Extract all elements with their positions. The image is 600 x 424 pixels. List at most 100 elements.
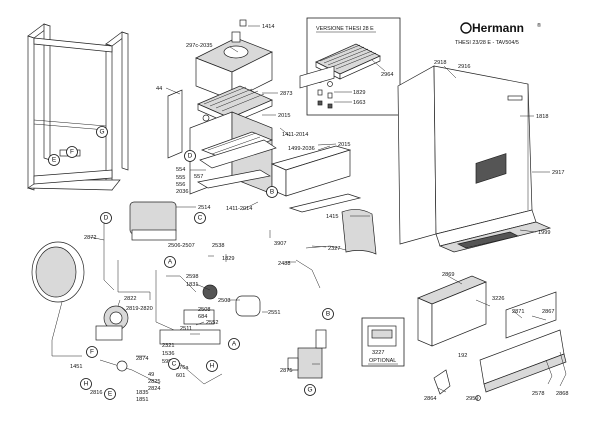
part-label: 2015	[338, 142, 350, 148]
brand-registered: ®	[537, 22, 541, 29]
part-label: 3907	[274, 241, 286, 247]
part-label: 2578	[532, 391, 544, 397]
callout-g-1: G	[96, 126, 108, 138]
svg-text:D: D	[188, 153, 193, 160]
part-label: 2514	[198, 205, 210, 211]
part-label: 2551	[268, 310, 280, 316]
callout-e-2: E	[104, 388, 116, 400]
callouts: A A B B C C D D E E F F G G H H	[48, 126, 334, 400]
casing	[397, 65, 552, 253]
part-label: 2552	[206, 320, 218, 326]
model-line: THESI 23/28 E - TAV504/5	[455, 40, 519, 46]
part-label: 2598	[186, 274, 198, 280]
part-label: 2916	[458, 64, 470, 70]
svg-text:H: H	[210, 363, 215, 370]
svg-text:F: F	[70, 149, 74, 156]
front-panel	[270, 65, 362, 213]
svg-text:B: B	[326, 311, 330, 318]
gas-valve-lower	[287, 329, 327, 379]
part-label: 601	[176, 373, 185, 379]
part-label: 2917	[552, 170, 564, 176]
callout-a-2: A	[228, 338, 240, 350]
part-label: 2875	[280, 368, 292, 374]
callout-f-1: F	[66, 146, 78, 158]
part-label: 1831	[186, 282, 198, 288]
part-label: 2321	[162, 343, 174, 349]
callout-d-2: D	[100, 212, 112, 224]
part-label: 1818	[536, 114, 548, 120]
callout-d-1: D	[184, 150, 196, 162]
part-label: 2327	[328, 246, 340, 252]
part-label: 2816	[90, 390, 102, 396]
combustion-chamber	[167, 89, 277, 195]
part-label: 2871	[512, 309, 524, 315]
part-label: 44	[156, 86, 162, 92]
callout-b-1: B	[266, 186, 278, 198]
inset-label-1663: 1663	[353, 100, 365, 106]
air-duct	[341, 209, 377, 255]
part-label: 1451	[70, 364, 82, 370]
part-label: 3226	[492, 296, 504, 302]
part-label: 2503	[218, 298, 230, 304]
callout-c-1: C	[194, 212, 206, 224]
part-label: 1411-2014	[226, 206, 252, 212]
svg-text:C: C	[172, 361, 177, 368]
gas-pipe	[295, 245, 347, 289]
part-label: 2825	[148, 379, 160, 385]
part-label: 2959	[466, 396, 478, 402]
part-label: 555	[176, 175, 185, 181]
pump-unit	[95, 214, 197, 341]
brand-name: Hermann	[472, 21, 524, 35]
svg-text:E: E	[52, 157, 57, 164]
svg-text:E: E	[108, 391, 113, 398]
boiler-frame	[26, 23, 129, 191]
optional-box: OPTIONAL	[361, 317, 405, 367]
inset-label-2964: 2964	[381, 72, 393, 78]
callout-e-1: E	[48, 154, 60, 166]
part-label: 2822	[124, 296, 136, 302]
svg-text:F: F	[90, 349, 94, 356]
part-label: 2015	[278, 113, 290, 119]
part-label: 2508	[198, 307, 210, 313]
part-label: 297c-2035	[186, 43, 212, 49]
part-label: 676a	[176, 365, 189, 371]
part-label: 1829	[222, 256, 234, 262]
control-panel	[417, 153, 567, 401]
leader-lines	[89, 25, 550, 393]
callout-c-2: C	[168, 358, 180, 370]
callout-h-1: H	[206, 360, 218, 372]
svg-text:B: B	[270, 189, 274, 196]
part-label: 599	[162, 359, 171, 365]
expansion-vessel	[31, 241, 85, 357]
svg-text:D: D	[104, 215, 109, 222]
part-label: 2506-2507	[168, 243, 195, 249]
part-label: 3227	[372, 350, 384, 356]
part-label: 2868	[556, 391, 568, 397]
part-label: 2819-2820	[126, 306, 153, 312]
part-label: 2036	[176, 189, 188, 195]
part-label: 2874	[136, 356, 148, 362]
part-label: 2824	[148, 386, 160, 392]
part-label: 1411-2014	[282, 132, 308, 138]
fan-assembly	[195, 19, 273, 101]
part-label: 2488	[278, 261, 290, 267]
part-label: 684	[198, 314, 207, 320]
part-label: 2872	[84, 235, 96, 241]
part-label: 49	[148, 372, 154, 378]
part-label: 2864	[424, 396, 436, 402]
svg-text:A: A	[168, 259, 173, 266]
callout-h-2: H	[80, 378, 92, 390]
part-label: 557	[194, 174, 203, 180]
part-label: 2873	[280, 91, 292, 97]
part-label: 1851	[136, 397, 148, 403]
part-label: 2869	[442, 272, 454, 278]
part-label: 556	[176, 182, 185, 188]
svg-text:G: G	[99, 129, 104, 136]
part-label: 1835	[136, 390, 148, 396]
optional-label: OPTIONAL	[369, 358, 396, 364]
part-label: 1415	[326, 214, 338, 220]
part-label: 2511	[180, 326, 192, 332]
callout-b-2: B	[322, 308, 334, 320]
part-label: 1999	[538, 230, 550, 236]
